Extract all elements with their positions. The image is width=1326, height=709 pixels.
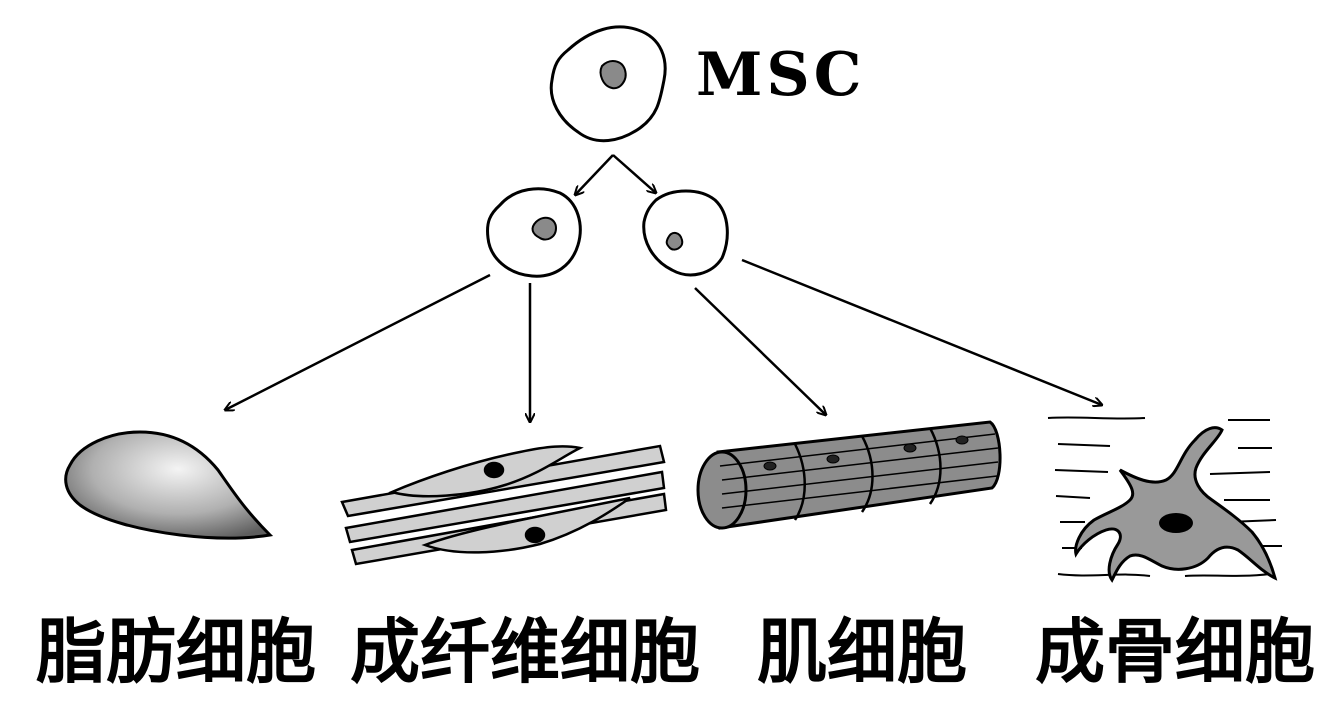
msc-nucleus xyxy=(599,60,627,90)
msc-cell xyxy=(549,25,667,143)
arrow-to-adipocyte xyxy=(225,273,491,410)
muscle-fiber xyxy=(696,420,1002,530)
muscle-segments xyxy=(793,427,942,521)
bone-matrix-lines xyxy=(1047,416,1282,577)
fibroblast-label: 成纤维细胞 xyxy=(350,611,700,693)
adipocyte-cell xyxy=(64,430,274,540)
muscle-nuclei xyxy=(763,435,969,471)
fibroblast-cluster xyxy=(340,444,668,566)
arrows xyxy=(225,154,1102,422)
daughter-cell-right xyxy=(642,189,729,277)
osteocyte-cell xyxy=(1047,416,1282,583)
osteocyte-label: 成骨细胞 xyxy=(1035,611,1315,693)
adipocyte-label: 脂肪细胞 xyxy=(36,611,316,693)
fibroblast-nucleus-upper xyxy=(483,461,505,479)
arrow-to-muscle xyxy=(694,287,826,415)
msc-label: MSC xyxy=(696,40,866,110)
muscle-fiber-end xyxy=(696,450,748,530)
osteocyte-nucleus xyxy=(1159,513,1193,533)
arrow-to-daughter-right xyxy=(612,154,656,193)
muscle-striations xyxy=(719,433,999,509)
daughter-left-nucleus xyxy=(531,216,558,241)
fibroblast-nucleus-lower xyxy=(524,526,546,544)
fibroblast-cell-lower xyxy=(421,496,631,554)
muscle-cell-label: 肌细胞 xyxy=(757,611,967,693)
daughter-right-nucleus xyxy=(665,232,684,251)
arrow-to-daughter-left xyxy=(575,154,614,195)
arrow-to-osteocyte xyxy=(741,258,1102,405)
fibroblast-strand-2 xyxy=(344,470,666,544)
daughter-cell-left xyxy=(486,187,582,278)
